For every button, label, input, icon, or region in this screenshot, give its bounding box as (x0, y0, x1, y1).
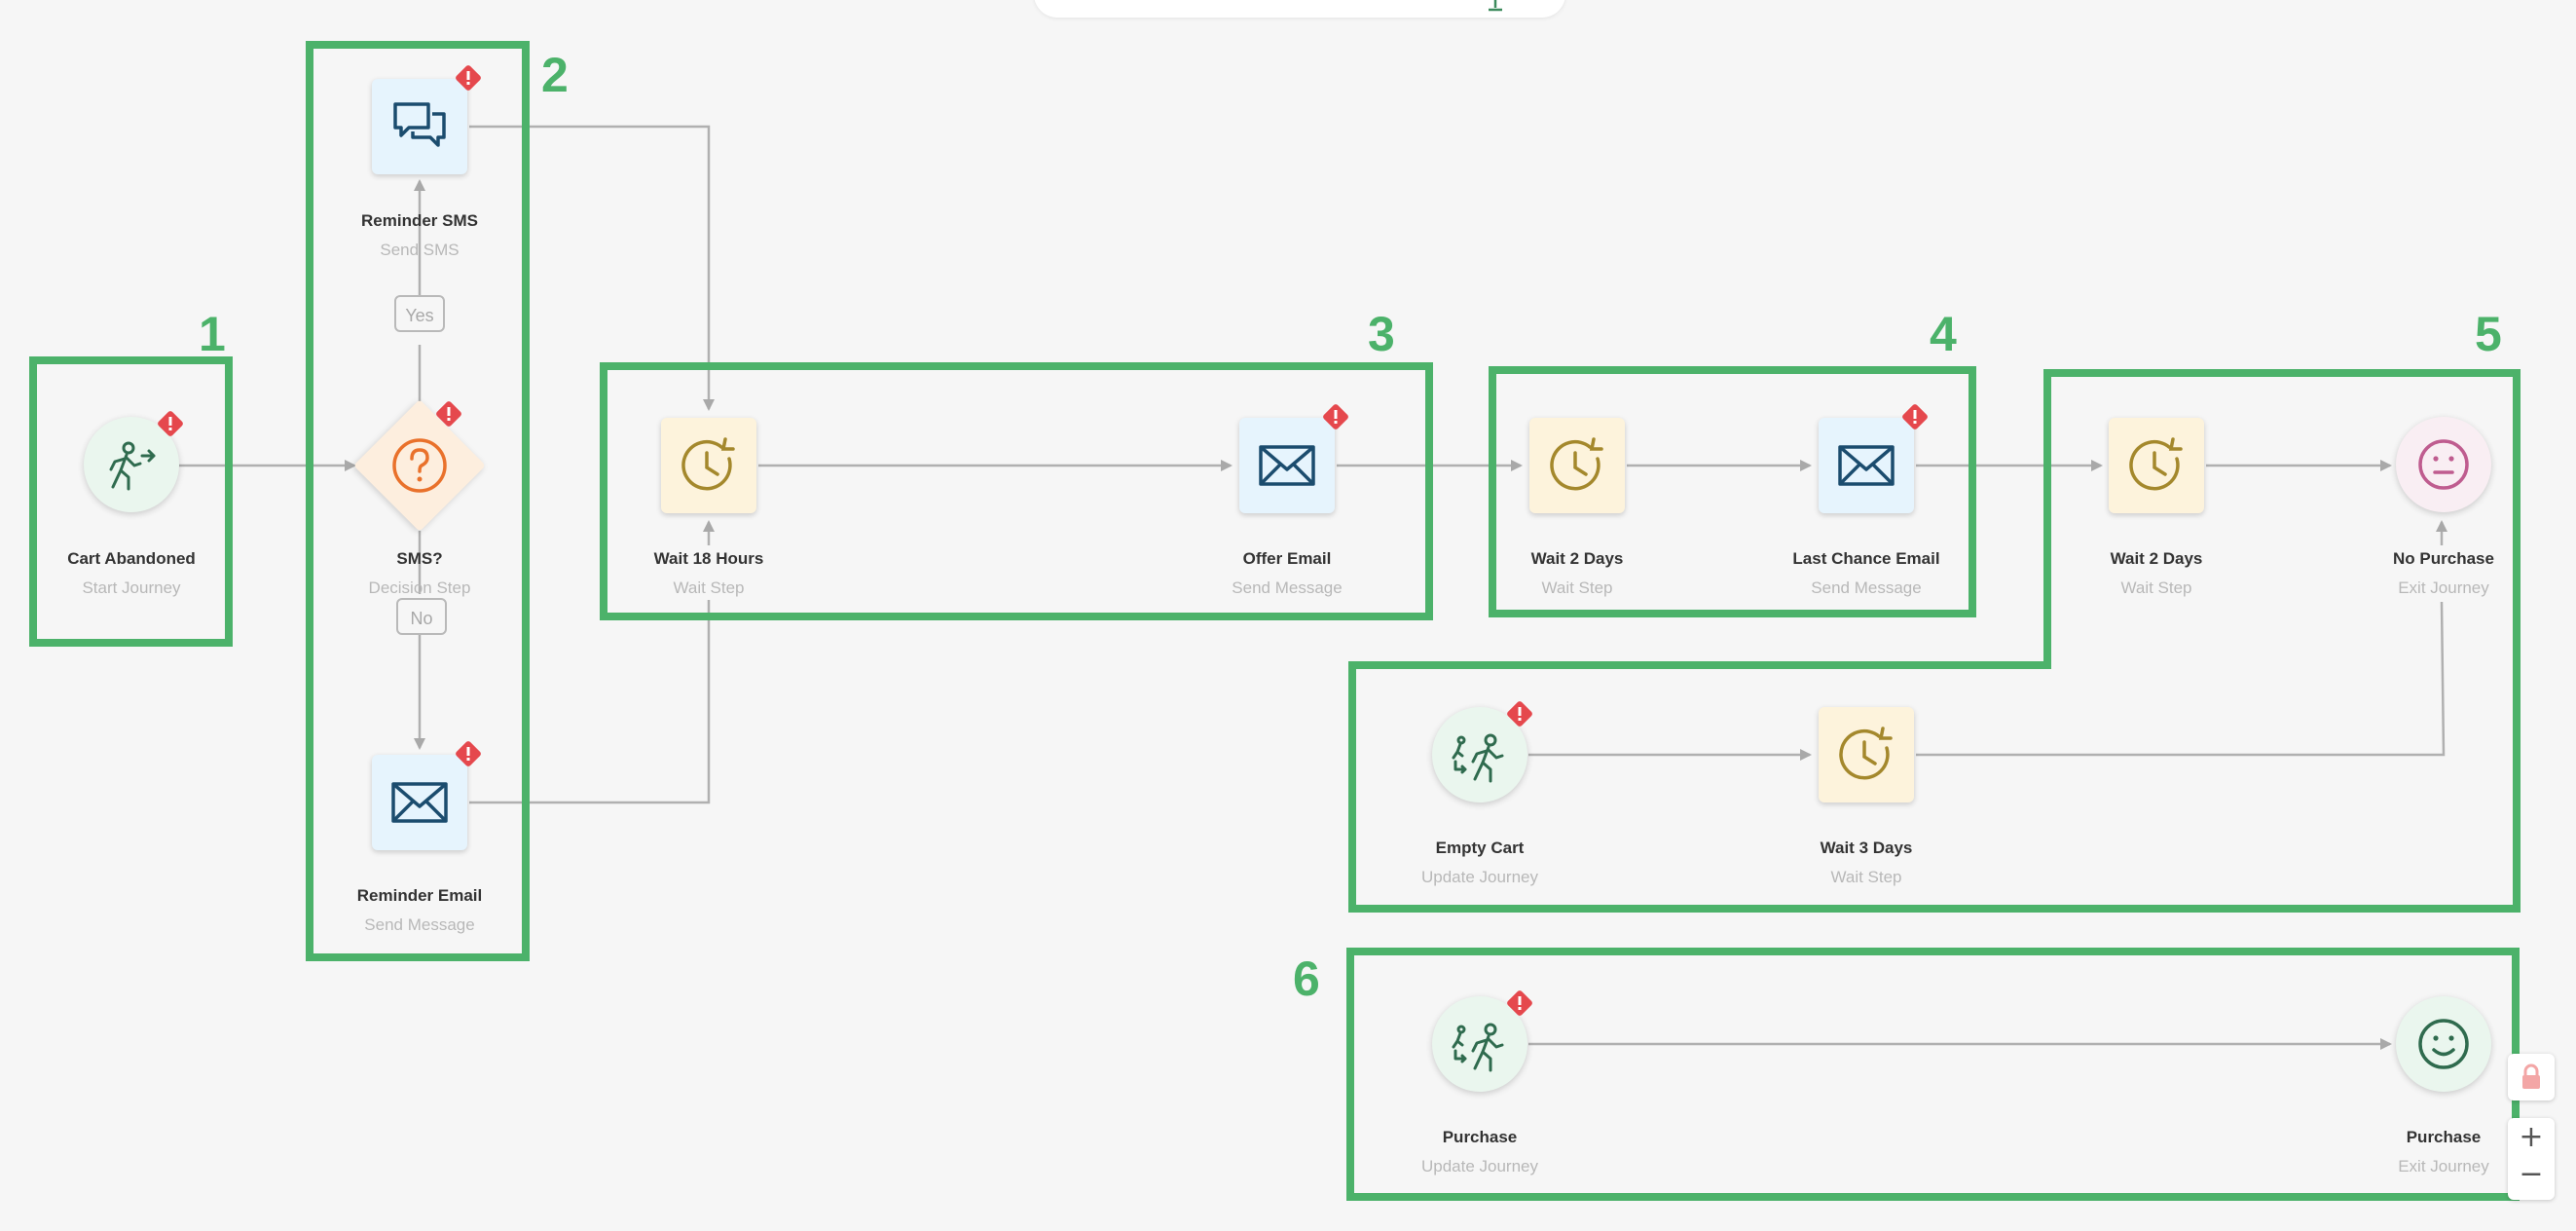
node-subtitle: Send Message (1811, 578, 1922, 597)
node-subtitle: Wait Step (1541, 578, 1613, 597)
clock-icon (2129, 437, 2183, 491)
node-title: Purchase (2406, 1128, 2482, 1146)
last-chance-email-label: Last Chance Email Send Message (1711, 549, 2022, 598)
node-title: Last Chance Email (1792, 549, 1940, 568)
warning-alert-icon (436, 401, 461, 427)
wait-2-days-node[interactable] (1529, 418, 1625, 513)
node-subtitle: Start Journey (82, 578, 181, 597)
purchase-exit-label: Purchase Exit Journey (2288, 1128, 2576, 1176)
cart-abandoned-node[interactable] (84, 417, 179, 512)
node-subtitle: Update Journey (1420, 868, 1539, 886)
purchase-exit-node[interactable] (2396, 996, 2491, 1092)
node-title: Empty Cart (1435, 839, 1525, 857)
node-title: Wait 2 Days (1530, 549, 1624, 568)
node-subtitle: Exit Journey (2398, 1157, 2489, 1175)
no-purchase-node[interactable] (2396, 417, 2491, 512)
lock-icon (2522, 1063, 2540, 1089)
offer-email-label: Offer Email Send Message (1131, 549, 1443, 598)
person-icon (1489, 0, 1502, 12)
lock-button[interactable] (2508, 1054, 2555, 1100)
empty-cart-node[interactable] (1432, 707, 1527, 802)
zoom-controls: + − (2508, 1118, 2555, 1200)
node-subtitle: Update Journey (1420, 1157, 1539, 1175)
no-purchase-label: No Purchase Exit Journey (2288, 549, 2576, 598)
branch-yes-tag: Yes (394, 295, 445, 332)
sms-decision-label: SMS? Decision Step (264, 549, 575, 598)
cart-abandoned-label: Cart Abandoned Start Journey (0, 549, 287, 598)
warning-alert-icon (1323, 404, 1348, 429)
zoom-out-button[interactable]: − (2519, 1157, 2544, 1191)
purchase-update-label: Purchase Update Journey (1324, 1128, 1636, 1176)
update-journey-icon (1452, 1023, 1504, 1072)
envelope-icon (1838, 445, 1895, 486)
empty-cart-label: Empty Cart Update Journey (1324, 839, 1636, 887)
warning-alert-icon (1507, 701, 1532, 727)
group-number-2: 2 (541, 48, 569, 102)
warning-alert-icon (1507, 990, 1532, 1016)
update-journey-icon (1452, 733, 1504, 783)
node-title: Reminder Email (356, 886, 483, 905)
purchase-update-node[interactable] (1432, 996, 1527, 1092)
node-title: Offer Email (1242, 549, 1332, 568)
warning-alert-icon (158, 411, 183, 436)
node-title: No Purchase (2393, 549, 2494, 568)
node-title: SMS? (396, 549, 443, 568)
wait-3-days-node[interactable] (1819, 707, 1914, 802)
group-number-6: 6 (1293, 951, 1320, 1006)
node-title: Wait 3 Days (1820, 839, 1913, 857)
smiley-face-icon (2418, 1019, 2469, 1069)
wait-18-hours-label: Wait 18 Hours Wait Step (553, 549, 865, 598)
group-number-3: 3 (1368, 307, 1395, 361)
sms-decision-node[interactable] (353, 399, 486, 532)
wait-2-days-label: Wait 2 Days Wait Step (1421, 549, 1733, 598)
envelope-icon (1259, 445, 1315, 486)
zoom-in-button[interactable]: + (2519, 1120, 2544, 1154)
node-subtitle: Send Message (364, 915, 475, 934)
node-title: Wait 18 Hours (653, 549, 764, 568)
question-icon (392, 438, 447, 493)
node-title: Wait 2 Days (2110, 549, 2203, 568)
node-subtitle: Send Message (1232, 578, 1343, 597)
wait-2-days-node[interactable] (2109, 418, 2204, 513)
wait-18-hours-node[interactable] (661, 418, 756, 513)
node-subtitle: Wait Step (1830, 868, 1902, 886)
warning-alert-icon (1902, 404, 1928, 429)
clock-icon (1550, 437, 1603, 491)
person-running-icon (109, 441, 156, 491)
group-number-1: 1 (199, 307, 226, 361)
reminder-sms-label: Reminder SMS Send SMS (264, 211, 575, 260)
node-subtitle: Wait Step (673, 578, 745, 597)
reminder-sms-node[interactable] (372, 79, 467, 174)
neutral-face-icon (2418, 439, 2469, 490)
node-subtitle: Send SMS (380, 241, 460, 259)
reminder-email-node[interactable] (372, 755, 467, 850)
clock-icon (1839, 727, 1893, 780)
branch-no-tag: No (396, 598, 447, 635)
warning-alert-icon (456, 65, 481, 91)
envelope-icon (391, 782, 448, 823)
group-box-1 (29, 356, 233, 647)
node-title: Cart Abandoned (67, 549, 196, 568)
chat-bubbles-icon (393, 102, 446, 147)
last-chance-email-node[interactable] (1819, 418, 1914, 513)
node-title: Reminder SMS (361, 211, 478, 230)
node-subtitle: Wait Step (2120, 578, 2192, 597)
node-subtitle: Decision Step (368, 578, 471, 597)
node-title: Purchase (1442, 1128, 1518, 1146)
offer-email-node[interactable] (1239, 418, 1335, 513)
group-box-2 (306, 41, 530, 961)
group-number-4: 4 (1930, 307, 1957, 361)
node-subtitle: Exit Journey (2398, 578, 2489, 597)
clock-icon (681, 437, 735, 491)
group-number-5: 5 (2475, 307, 2502, 361)
wait-2-days-label: Wait 2 Days Wait Step (2001, 549, 2312, 598)
top-toolbar (1034, 0, 1565, 18)
wait-3-days-label: Wait 3 Days Wait Step (1711, 839, 2022, 887)
reminder-email-label: Reminder Email Send Message (264, 886, 575, 935)
warning-alert-icon (456, 741, 481, 766)
